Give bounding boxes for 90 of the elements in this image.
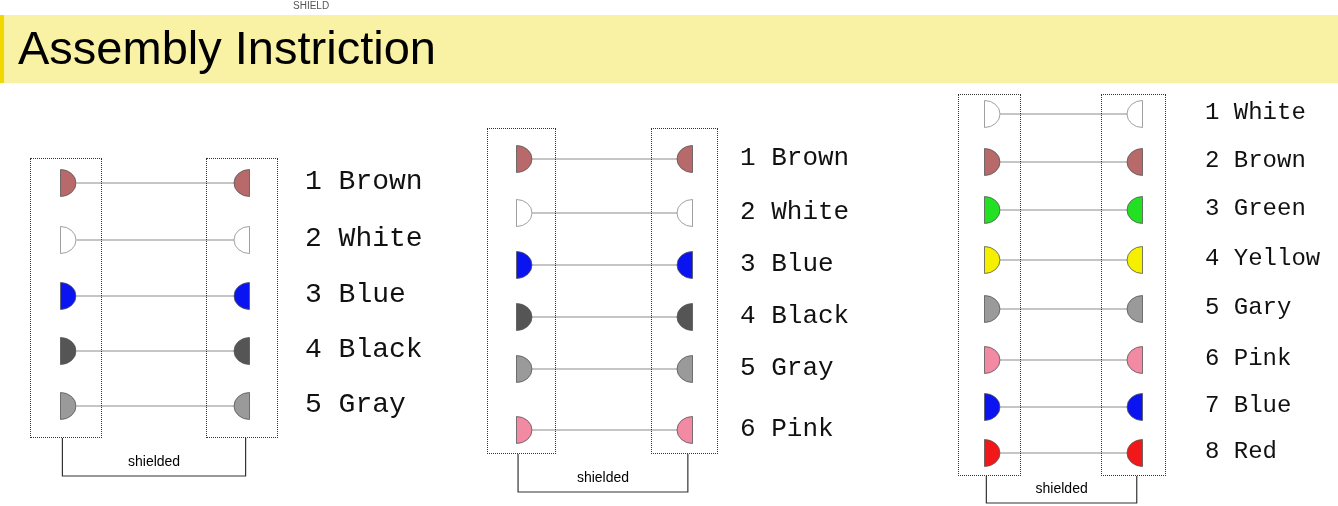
pin-terminal xyxy=(677,302,694,331)
wire xyxy=(75,182,236,184)
edge-label: shielded xyxy=(126,453,183,469)
wire xyxy=(999,308,1128,310)
pin-terminal xyxy=(1126,345,1143,374)
wire-label: 1 Brown xyxy=(740,144,850,171)
connector-box xyxy=(958,94,1021,476)
header-text: SHIELD xyxy=(293,0,330,12)
wire xyxy=(999,209,1128,211)
wire-label: 5 Gray xyxy=(305,390,406,419)
wire xyxy=(75,405,236,407)
wire-label: 2 White xyxy=(740,198,850,225)
pin-terminal xyxy=(234,168,251,197)
pin-terminal xyxy=(234,391,251,420)
pin-terminal xyxy=(983,345,1000,374)
pin-terminal xyxy=(234,281,251,310)
pin-terminal xyxy=(60,225,77,254)
wire-label: 5 Gary xyxy=(1205,295,1292,320)
pin-terminal xyxy=(983,392,1000,421)
pin-terminal xyxy=(515,302,532,331)
connector-box xyxy=(487,128,556,454)
wire xyxy=(531,158,679,160)
wire xyxy=(531,368,679,370)
connector-box xyxy=(1101,94,1166,476)
pin-terminal xyxy=(515,250,532,279)
pin-terminal xyxy=(983,245,1000,274)
wire-label: 1 White xyxy=(1205,100,1306,125)
pin-terminal xyxy=(1126,99,1143,128)
wire-label: 8 Red xyxy=(1205,439,1277,464)
pin-terminal xyxy=(1126,245,1143,274)
pin-terminal xyxy=(983,438,1000,467)
pin-terminal xyxy=(515,354,532,383)
wire xyxy=(999,161,1128,163)
wire-label: 3 Blue xyxy=(305,280,406,309)
edge-label: shielded xyxy=(1033,480,1090,496)
pin-terminal xyxy=(677,198,694,227)
pin-terminal xyxy=(677,354,694,383)
wire xyxy=(531,429,679,431)
wire-label: 4 Black xyxy=(305,335,423,364)
wire xyxy=(999,406,1128,408)
pin-terminal xyxy=(515,198,532,227)
wire xyxy=(999,359,1128,361)
pin-terminal xyxy=(983,195,1000,224)
wire xyxy=(75,295,236,297)
edge-label: shielded xyxy=(574,469,632,485)
wire xyxy=(999,452,1128,454)
pin-terminal xyxy=(234,225,251,254)
shield-line xyxy=(985,475,1138,504)
wire-label: 3 Blue xyxy=(740,250,834,277)
pin-terminal xyxy=(1126,438,1143,467)
pin-terminal xyxy=(1126,392,1143,421)
pin-terminal xyxy=(234,336,251,365)
wire-label: 5 Gray xyxy=(740,354,834,381)
shield-line xyxy=(517,453,689,493)
pin-terminal xyxy=(677,250,694,279)
wire-label: 6 Pink xyxy=(740,415,834,442)
wire-label: 6 Pink xyxy=(1205,346,1292,371)
wire-label: 4 Yellow xyxy=(1205,246,1321,271)
wire xyxy=(531,316,679,318)
connector-box xyxy=(30,158,102,438)
pin-terminal xyxy=(677,415,694,444)
wire xyxy=(75,350,236,352)
pin-terminal xyxy=(60,281,77,310)
wire-label: 3 Green xyxy=(1205,196,1306,221)
pin-terminal xyxy=(1126,195,1143,224)
wire xyxy=(75,239,236,241)
pin-terminal xyxy=(983,99,1000,128)
wire xyxy=(531,212,679,214)
pin-terminal xyxy=(1126,147,1143,176)
pin-terminal xyxy=(1126,294,1143,323)
wire-label: 2 Brown xyxy=(1205,148,1306,173)
pin-terminal xyxy=(60,336,77,365)
wire xyxy=(999,113,1128,115)
wire xyxy=(531,264,679,266)
connector-box xyxy=(206,158,278,438)
pin-terminal xyxy=(60,168,77,197)
wire-label: 2 White xyxy=(305,224,423,253)
page-title: Assembly Instriction xyxy=(18,20,436,76)
pin-terminal xyxy=(983,147,1000,176)
wire xyxy=(999,259,1128,261)
wire-label: 4 Black xyxy=(740,302,850,329)
connector-box xyxy=(651,128,718,454)
wire-label: 7 Blue xyxy=(1205,393,1292,418)
pin-terminal xyxy=(983,294,1000,323)
pin-terminal xyxy=(677,144,694,173)
pin-terminal xyxy=(515,415,532,444)
pin-terminal xyxy=(60,391,77,420)
shield-line xyxy=(61,437,247,477)
wire-label: 1 Brown xyxy=(305,167,423,196)
pin-terminal xyxy=(515,144,532,173)
